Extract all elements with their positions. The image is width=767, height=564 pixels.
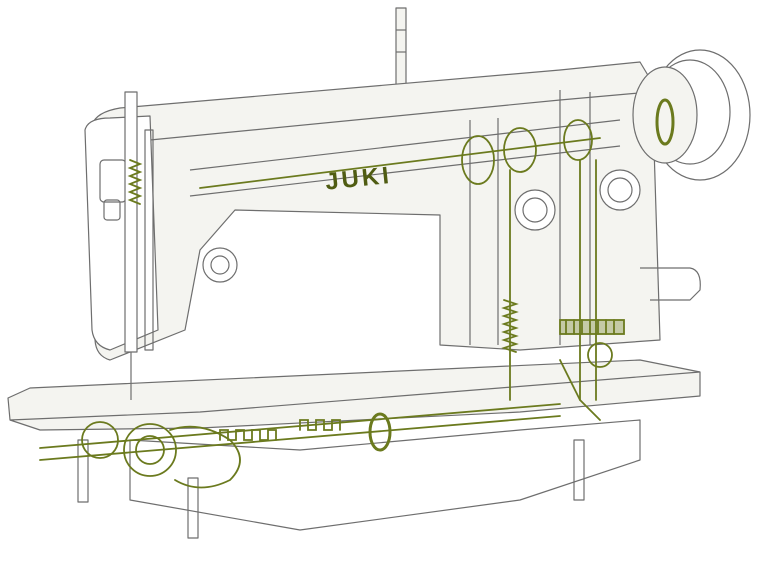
stitch-dial [514, 189, 556, 231]
internal-mechanism [39, 98, 675, 489]
machine-body [7, 7, 751, 539]
under-bed-housing [129, 419, 641, 531]
machine-head [84, 115, 159, 351]
feed-regulator [559, 319, 625, 335]
upper-arm [91, 61, 661, 361]
needle-bar [124, 91, 138, 353]
spring [501, 299, 519, 353]
tension-knob [202, 247, 238, 283]
tension-dial [599, 169, 641, 211]
hook-assembly [123, 423, 177, 477]
upper-shaft [199, 137, 601, 189]
